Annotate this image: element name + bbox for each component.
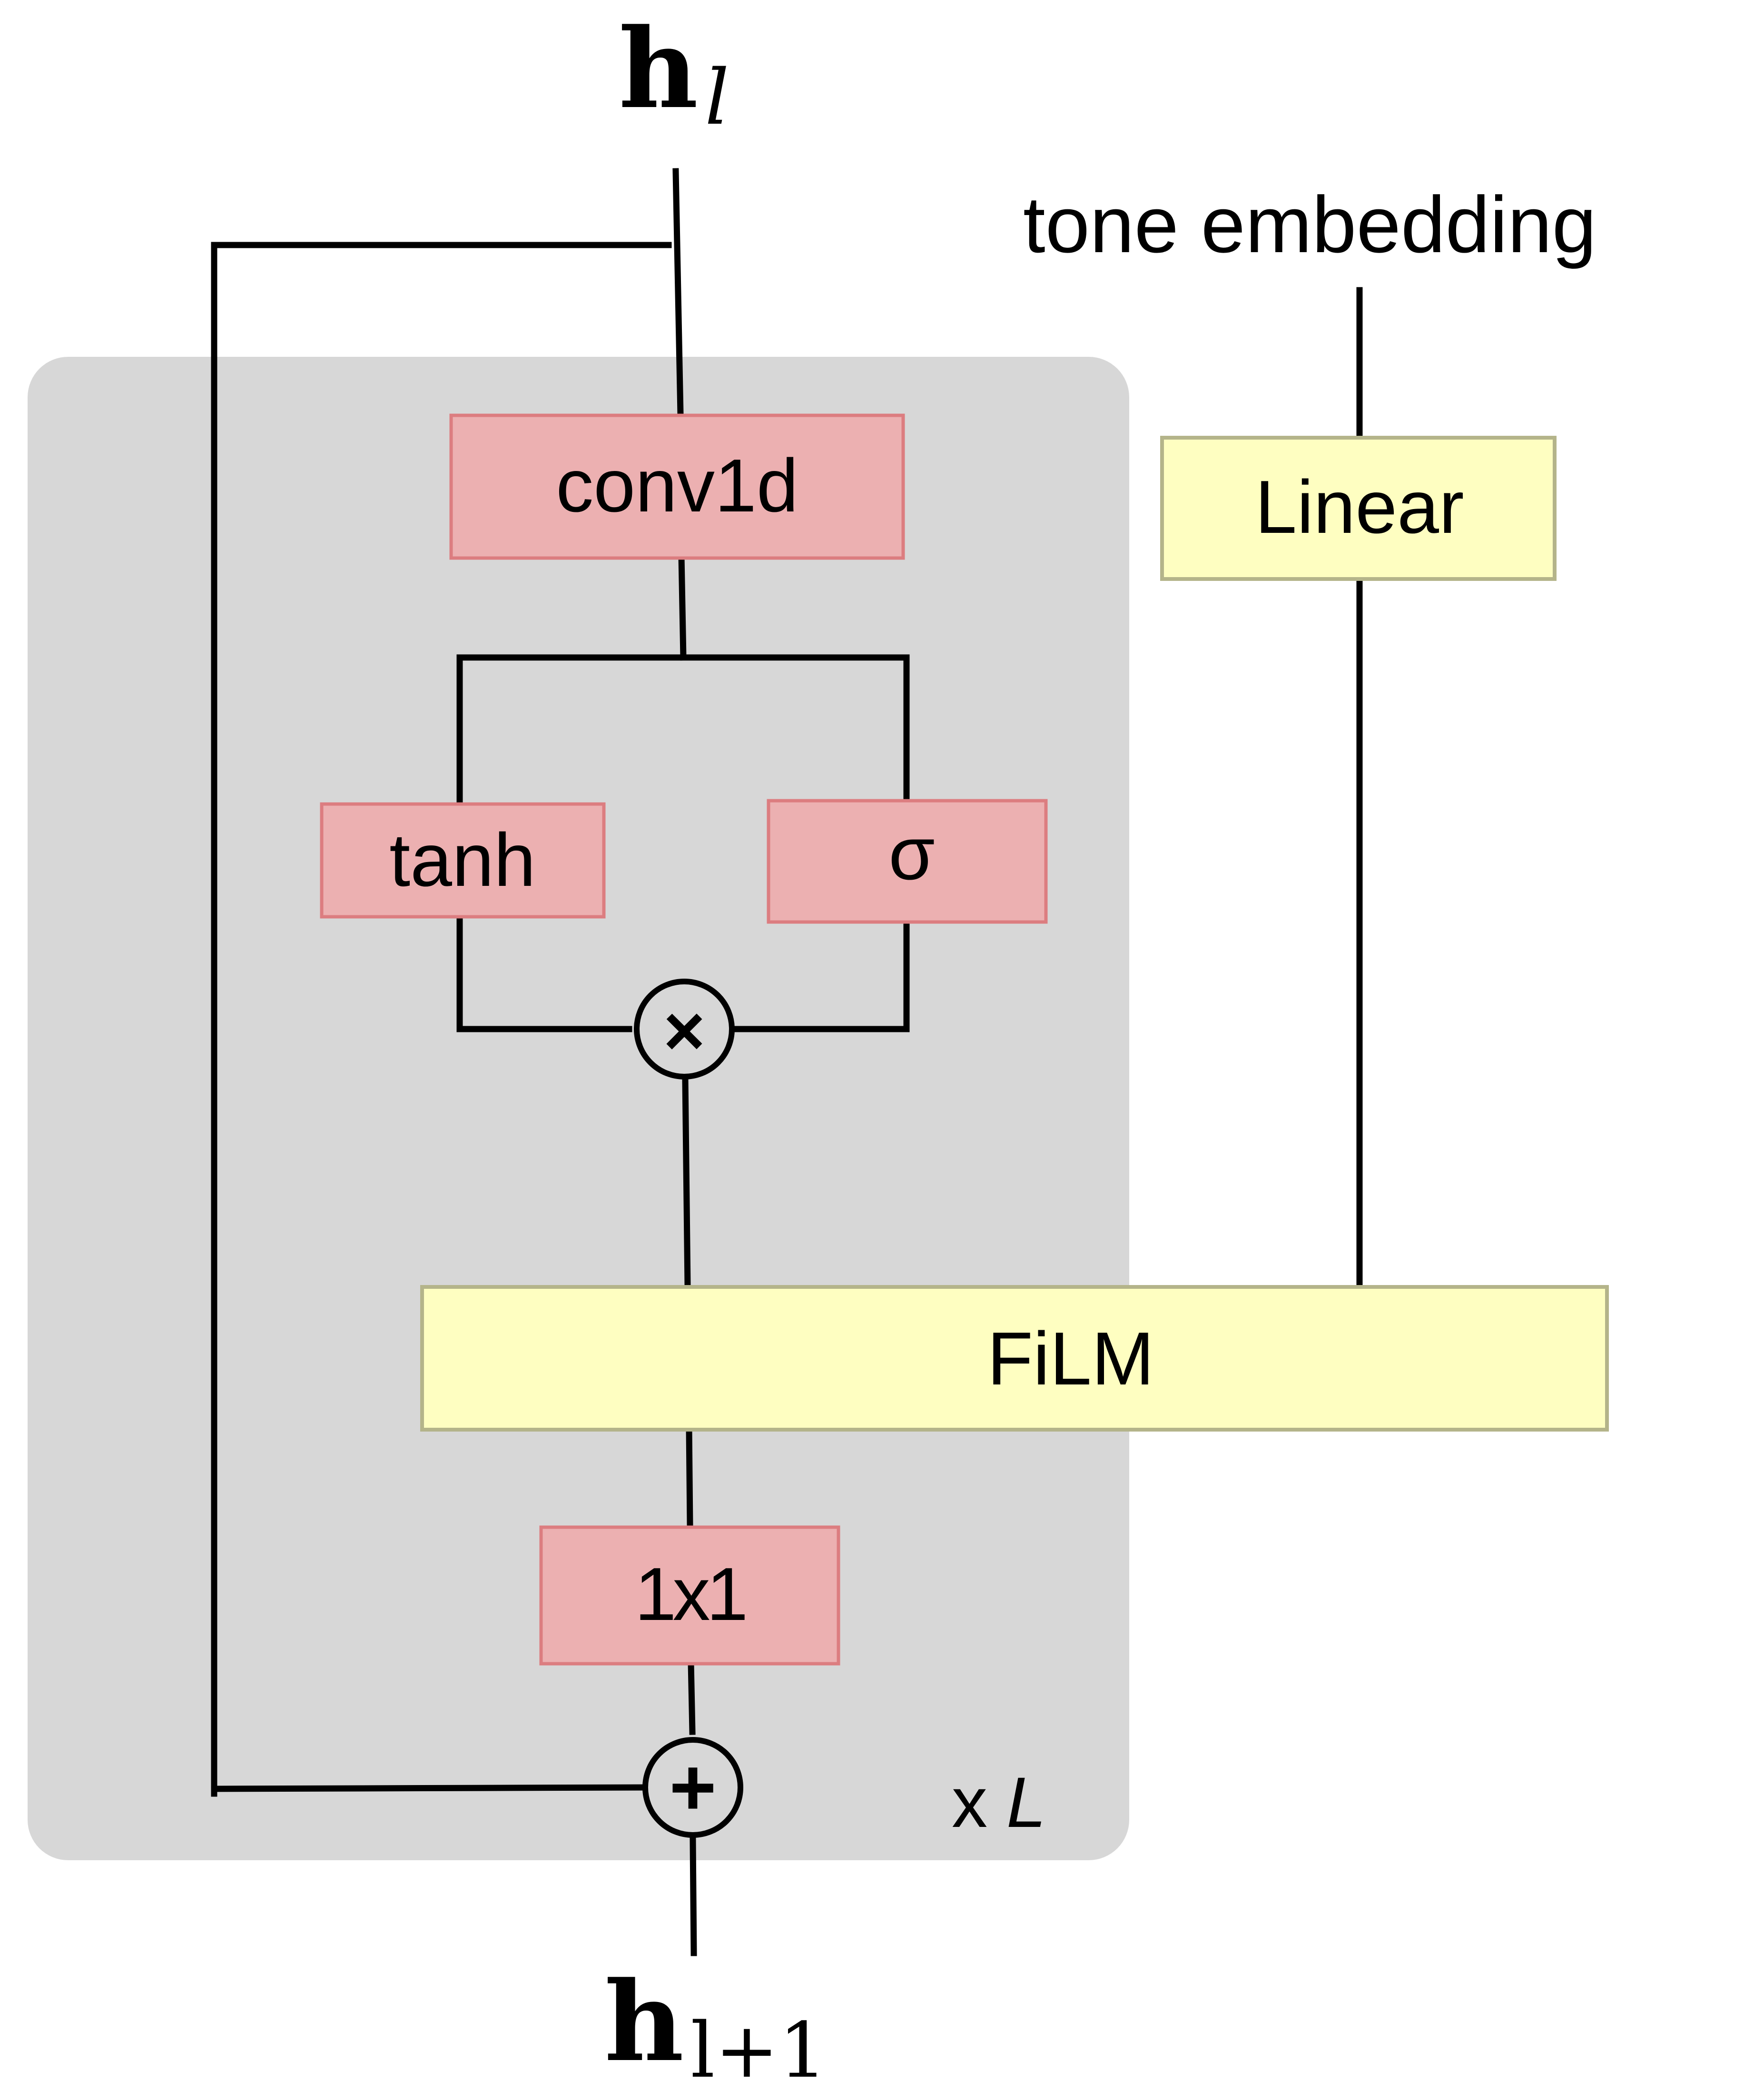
svg-text:FiLM: FiLM — [987, 1317, 1154, 1401]
svg-text:Linear: Linear — [1255, 465, 1464, 549]
sigma-to-multiply-arrow — [733, 917, 910, 1032]
conv-to-split-arrow — [678, 553, 687, 661]
add-to-output-arrow — [690, 1837, 697, 1956]
film-to-1x1-line — [686, 1424, 693, 1528]
split-branches — [456, 654, 910, 807]
1x1-to-add-arrow — [688, 1659, 696, 1735]
svg-text:×: × — [663, 991, 705, 1070]
svg-text:+: + — [669, 1742, 716, 1833]
output-label: hl+1 — [604, 1958, 827, 2095]
svg-text:conv1d: conv1d — [556, 444, 798, 528]
add-operator: + — [642, 1737, 743, 1838]
repeated-block-background — [28, 357, 1129, 1860]
svg-text:tanh: tanh — [389, 818, 536, 902]
tone-embedding-label: tone embedding — [1023, 180, 1596, 269]
conv1x1-block: 1x1 — [539, 1525, 840, 1666]
svg-text:1x1: 1x1 — [635, 1552, 745, 1636]
film-block: FiLM — [420, 1285, 1609, 1432]
skip-to-add-arrow — [211, 1784, 644, 1792]
input-label: hl — [619, 5, 729, 142]
svg-text:σ: σ — [888, 812, 935, 895]
input-line — [672, 168, 684, 417]
tanh-to-multiply-arrow — [456, 913, 632, 1032]
conv1d-block: conv1d — [449, 413, 905, 560]
linear-block: Linear — [1160, 436, 1557, 581]
multiply-operator: × — [634, 979, 735, 1079]
residual-skip-line — [211, 242, 672, 1797]
sigma-block: σ — [767, 799, 1048, 924]
multiply-to-film-line — [682, 1076, 691, 1289]
tanh-block: tanh — [320, 802, 606, 919]
